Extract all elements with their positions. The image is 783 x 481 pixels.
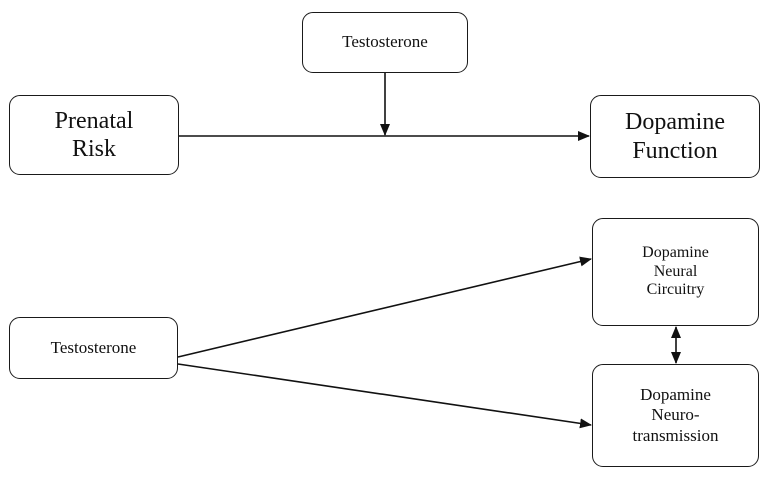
node-label-line: Neuro- (651, 405, 700, 425)
node-label: Testosterone (342, 32, 428, 52)
node-dopamine-function: Dopamine Function (590, 95, 760, 178)
node-prenatal-risk: Prenatal Risk (9, 95, 179, 175)
node-label: Testosterone (50, 337, 137, 357)
node-label-line: Risk (71, 136, 116, 162)
arrow-testosterone-to-circuitry (177, 256, 592, 358)
node-label-line: transmission (632, 425, 719, 445)
node-label-line: Dopamine (625, 109, 725, 136)
node-label-line: Prenatal (54, 107, 134, 134)
node-dopamine-neurotransmission: Dopamine Neuro- transmission (592, 364, 759, 467)
node-testosterone-moderator: Testosterone (302, 12, 468, 73)
arrow-testosterone-to-neurotransmission (177, 363, 592, 429)
node-testosterone-source: Testosterone (9, 317, 178, 379)
node-label-line: Function (632, 137, 718, 164)
node-label-line: Circuitry (646, 281, 705, 299)
node-dopamine-neural-circuitry: Dopamine Neural Circuitry (592, 218, 759, 326)
node-label-line: Neural (653, 262, 698, 280)
node-label-line: Dopamine (640, 385, 711, 405)
node-label-line: Dopamine (642, 243, 709, 261)
